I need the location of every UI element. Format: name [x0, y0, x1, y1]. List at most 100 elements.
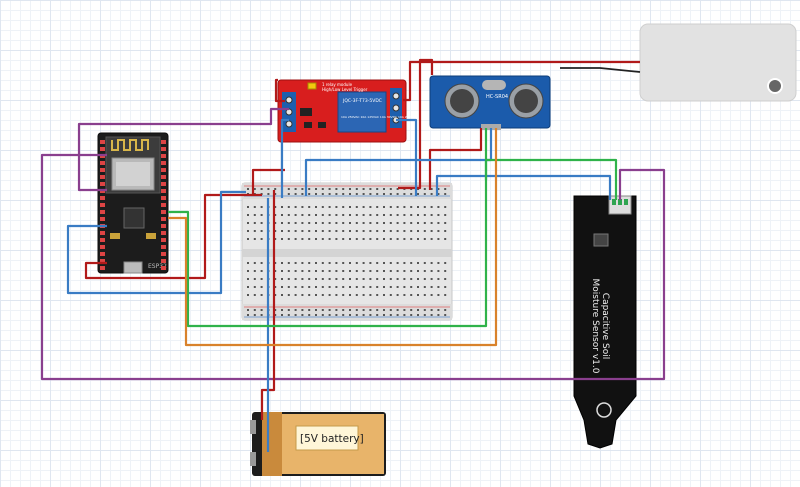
breadboard-hole [437, 230, 440, 232]
breadboard-rail-hole [315, 193, 317, 195]
soil-moisture-sensor[interactable]: Capacitive Soil Moisture Sensor v1.0 [573, 195, 637, 449]
esp32-pin [161, 147, 166, 151]
breadboard-hole [321, 238, 324, 240]
breadboard[interactable] [241, 182, 453, 321]
breadboard-hole [417, 262, 419, 264]
hc-sr04-label: HC-SR04 [486, 94, 508, 100]
breadboard-hole [417, 278, 419, 280]
breadboard-rail-hole [315, 188, 317, 190]
breadboard-hole [335, 294, 338, 296]
breadboard-rail-hole [308, 193, 311, 195]
breadboard-rail-hole [328, 193, 331, 195]
breadboard-rail-hole [369, 309, 372, 311]
breadboard-hole [253, 270, 256, 272]
esp32-pin [161, 161, 166, 165]
breadboard-hole [369, 206, 372, 208]
breadboard-hole [444, 222, 447, 224]
breadboard-rail-hole [362, 188, 365, 190]
esp32-pin [100, 252, 105, 256]
relay-module[interactable]: JQC-3F-T73-5VDC 10A 250VAC 10A 125VAC 10… [277, 79, 415, 143]
breadboard-rail-hole [247, 314, 249, 316]
breadboard-hole [389, 206, 392, 208]
breadboard-hole [315, 230, 317, 232]
breadboard-hole [396, 286, 399, 288]
breadboard-hole [376, 270, 379, 272]
breadboard-rail-hole [355, 309, 358, 311]
breadboard-hole [294, 294, 297, 296]
breadboard-hole [253, 278, 256, 280]
breadboard-rail-hole [437, 188, 440, 190]
breadboard-hole [301, 278, 304, 280]
breadboard-hole [335, 286, 338, 288]
wire-blue-soil [435, 174, 612, 200]
relay-ratings: 10A 250VAC 10A 125VAC 10A 30VDC 10A 28VD… [341, 115, 415, 119]
relay-title-line2: High/Low Level Trigger [322, 87, 368, 92]
breadboard-hole [274, 286, 277, 288]
wire-red-breadboard [251, 168, 285, 196]
breadboard-hole [281, 214, 283, 216]
breadboard-hole [342, 214, 345, 216]
breadboard-rail-hole [253, 188, 256, 190]
breadboard-hole [417, 222, 419, 224]
breadboard-hole [335, 222, 338, 224]
breadboard-rail-hole [410, 193, 413, 195]
breadboard-hole [321, 230, 324, 232]
breadboard-hole [410, 278, 413, 280]
breadboard-hole [301, 294, 304, 296]
breadboard-rail-hole [376, 314, 379, 316]
breadboard-rail-hole [396, 309, 399, 311]
esp32-pin [100, 217, 105, 221]
breadboard-rail-hole [308, 314, 311, 316]
breadboard-hole [260, 262, 263, 264]
breadboard-hole [260, 206, 263, 208]
breadboard-hole [247, 262, 249, 264]
breadboard-hole [423, 222, 426, 224]
breadboard-hole [403, 230, 406, 232]
wire-black-pump [560, 67, 641, 73]
breadboard-rail-hole [274, 309, 277, 311]
breadboard-hole [355, 238, 358, 240]
breadboard-hole [349, 206, 351, 208]
breadboard-rail-hole [335, 193, 338, 195]
breadboard-hole [423, 278, 426, 280]
breadboard-hole [444, 230, 447, 232]
battery-5v[interactable]: [5V battery] [250, 412, 386, 476]
breadboard-hole [308, 222, 311, 224]
breadboard-hole [389, 214, 392, 216]
breadboard-rail-hole [444, 188, 447, 190]
esp32-pin [161, 210, 166, 214]
breadboard-hole [253, 214, 256, 216]
breadboard-hole [274, 206, 277, 208]
breadboard-hole [301, 262, 304, 264]
breadboard-hole [389, 262, 392, 264]
breadboard-rail-hole [247, 188, 249, 190]
breadboard-hole [294, 214, 297, 216]
breadboard-hole [335, 278, 338, 280]
breadboard-hole [430, 294, 433, 296]
breadboard-hole [362, 262, 365, 264]
water-pump[interactable] [639, 23, 797, 102]
esp32-board[interactable]: ESP32 [97, 132, 169, 274]
breadboard-hole [444, 206, 447, 208]
hc-sr04-sensor[interactable]: HC-SR04 [429, 75, 551, 130]
breadboard-rail-hole [274, 188, 277, 190]
breadboard-rail-hole [321, 193, 324, 195]
breadboard-hole [260, 286, 263, 288]
breadboard-hole [260, 278, 263, 280]
breadboard-hole [355, 286, 358, 288]
breadboard-rail-hole [287, 314, 290, 316]
breadboard-hole [287, 230, 290, 232]
breadboard-hole [362, 294, 365, 296]
wire-red-relay-pump [403, 60, 640, 102]
breadboard-hole [403, 222, 406, 224]
esp32-pin [161, 231, 166, 235]
breadboard-hole [444, 238, 447, 240]
breadboard-hole [281, 238, 283, 240]
breadboard-hole [349, 270, 351, 272]
breadboard-hole [328, 270, 331, 272]
breadboard-hole [389, 294, 392, 296]
breadboard-rail-hole [260, 314, 263, 316]
breadboard-hole [362, 238, 365, 240]
breadboard-hole [410, 230, 413, 232]
breadboard-hole [294, 278, 297, 280]
